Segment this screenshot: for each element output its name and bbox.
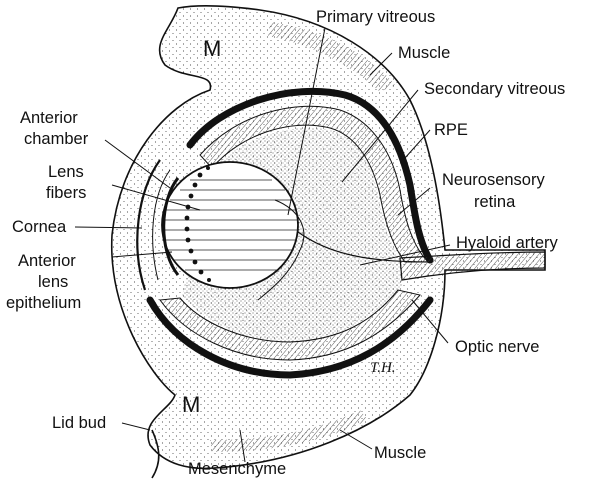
label-m-top: M bbox=[203, 36, 221, 61]
label-m-bottom: M bbox=[182, 392, 200, 417]
label-mesenchyme: Mesenchyme bbox=[188, 460, 286, 478]
label-anterior-chamber-line1: Anterior bbox=[20, 109, 78, 127]
label-anterior-lens-epithelium-line1: Anterior bbox=[18, 252, 76, 270]
label-neurosensory-retina-line2: retina bbox=[474, 193, 516, 211]
label-lens-fibers-line1: Lens bbox=[48, 163, 84, 181]
label-anterior-chamber-line2: chamber bbox=[24, 130, 89, 148]
artist-initials: T.H. bbox=[370, 360, 396, 376]
label-cornea: Cornea bbox=[12, 218, 67, 236]
label-neurosensory-retina-line1: Neurosensory bbox=[442, 171, 545, 189]
optic-nerve bbox=[400, 252, 545, 280]
label-lens-fibers-line2: fibers bbox=[46, 184, 86, 202]
lens bbox=[162, 162, 298, 288]
label-rpe: RPE bbox=[434, 121, 468, 139]
label-primary-vitreous: Primary vitreous bbox=[316, 8, 435, 26]
label-muscle-top: Muscle bbox=[398, 44, 450, 62]
label-anterior-lens-epithelium-line2: lens bbox=[38, 273, 68, 291]
label-secondary-vitreous: Secondary vitreous bbox=[424, 80, 565, 98]
label-lid-bud: Lid bud bbox=[52, 414, 106, 432]
label-optic-nerve: Optic nerve bbox=[455, 338, 539, 356]
label-anterior-lens-epithelium-line3: epithelium bbox=[6, 294, 81, 312]
label-hyaloid-artery: Hyaloid artery bbox=[456, 234, 559, 252]
label-muscle-bottom: Muscle bbox=[374, 444, 426, 462]
